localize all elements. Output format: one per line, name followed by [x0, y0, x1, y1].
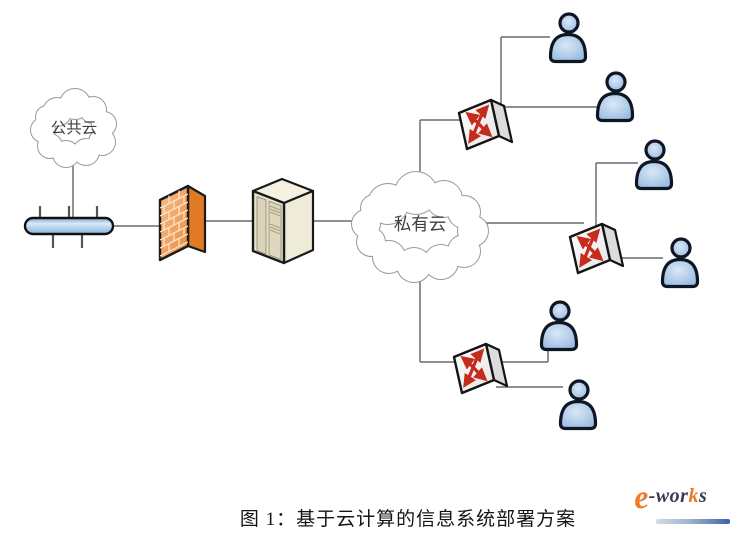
user-5 [539, 300, 579, 352]
user-2 [595, 71, 635, 123]
firewall-brick-icon [158, 184, 207, 262]
switch-middle [570, 224, 623, 273]
eworks-logo-e: e [632, 479, 651, 517]
public-cloud-label: 公共云 [51, 119, 98, 137]
server-vents [269, 205, 281, 235]
eworks-logo-underline [656, 519, 730, 524]
eworks-logo-text: e-works [632, 479, 708, 517]
server-tower-icon [251, 177, 315, 265]
public-cloud: 公共云 [30, 88, 117, 168]
user-1 [548, 12, 588, 64]
connector-lines [72, 36, 663, 388]
user-4 [660, 237, 700, 289]
server-right [282, 189, 315, 265]
firewall-bricks [160, 190, 188, 257]
switch-top [459, 100, 512, 149]
hub-body [23, 216, 115, 236]
private-cloud-label: 私有云 [394, 214, 447, 234]
figure-caption: 图 1：基于云计算的信息系统部署方案 [239, 509, 577, 530]
user-3 [634, 139, 674, 191]
server-panel-left [256, 196, 267, 255]
hub-cylinder-icon [23, 206, 115, 248]
eworks-logo: e-works [632, 479, 733, 530]
eworks-logo-wor: -wor [648, 485, 689, 507]
firewall-side [186, 184, 207, 254]
eworks-logo-k: k [688, 485, 699, 507]
private-cloud: 私有云 [351, 171, 489, 283]
eworks-logo-s: s [698, 485, 708, 507]
switch-bottom [454, 344, 507, 393]
server-panel-right [268, 200, 282, 260]
user-6 [558, 379, 598, 431]
